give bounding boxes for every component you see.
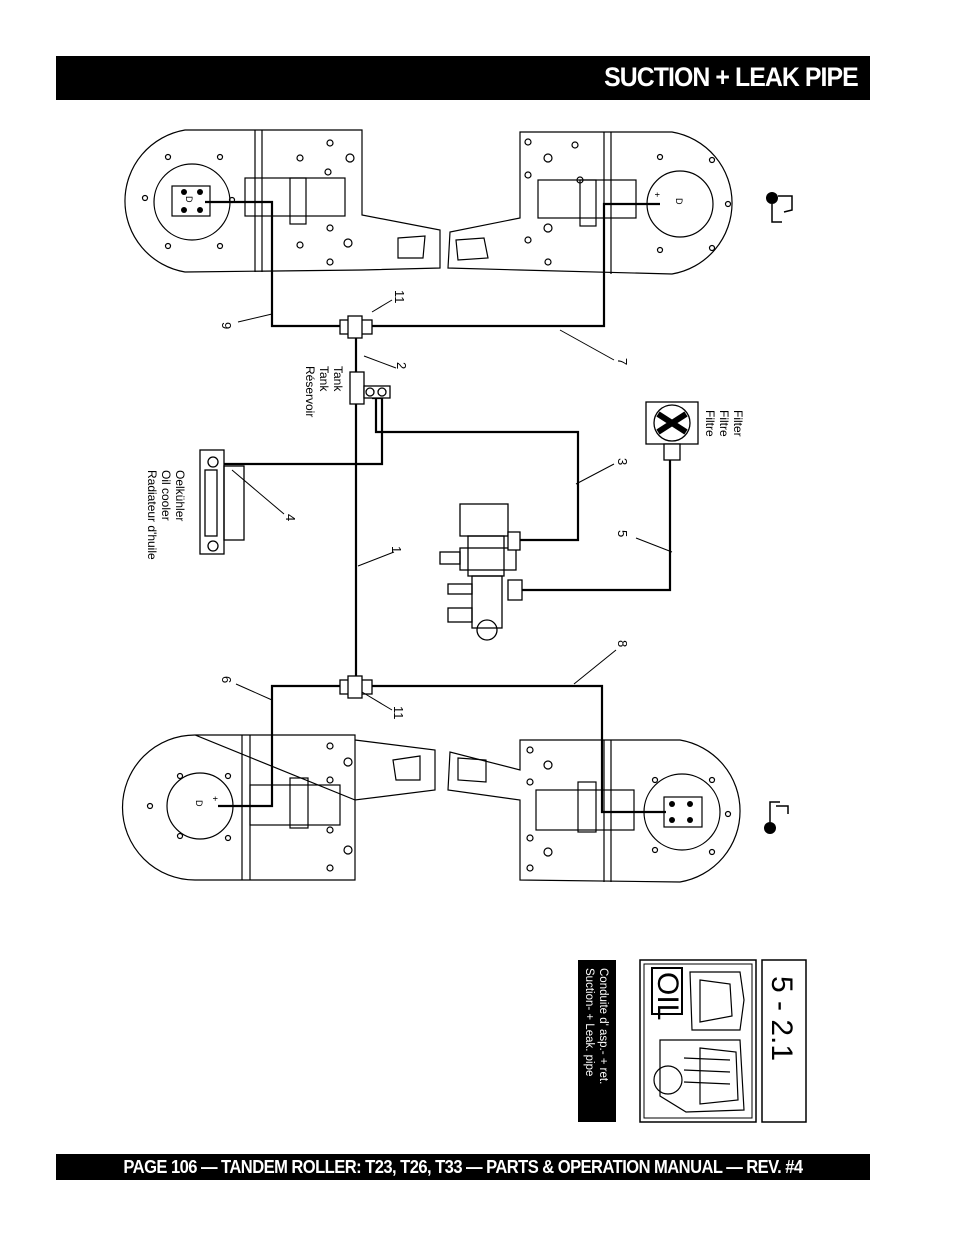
pump-assembly <box>439 503 523 641</box>
header-bar: SUCTION + LEAK PIPE <box>56 56 870 100</box>
oil-can-symbol-top <box>766 192 793 223</box>
footer-bar: PAGE 106 — TANDEM ROLLER: T23, T26, T33 … <box>56 1154 870 1198</box>
motor-d-top-left: D <box>184 196 194 203</box>
frame-bottom-right <box>447 739 741 883</box>
motor-plus-top-right: + <box>652 192 662 197</box>
callout-3: 3 <box>615 458 630 465</box>
pipe-5 <box>520 460 672 592</box>
filter-label-fr: Filtre <box>703 410 717 437</box>
callout-5: 5 <box>615 530 630 537</box>
callout-9: 9 <box>219 322 234 329</box>
tank-label-de: Tank <box>331 366 345 392</box>
pipe-6 <box>218 684 340 808</box>
oil-cooler <box>199 449 245 555</box>
callout-11-top: 11 <box>392 290 407 304</box>
callout-11-bottom: 11 <box>391 706 406 720</box>
inset-section-number: 5 - 2.1 <box>765 976 798 1061</box>
cooler-label-de: Oelkühler <box>173 470 187 521</box>
cooler-label-fr: Radiateur d'huile <box>145 470 159 560</box>
tank-label-fr: Réservoir <box>303 366 317 417</box>
pipe-4 <box>224 396 384 466</box>
page-title: SUCTION + LEAK PIPE <box>604 62 859 92</box>
pipe-9 <box>205 200 340 328</box>
inset-caption-line1: Suction- + Leak. pipe <box>583 968 595 1076</box>
pipe-7 <box>372 202 660 328</box>
inset-oil-label: OIL <box>651 972 684 1020</box>
callout-4: 4 <box>283 514 298 521</box>
frame-top-left <box>124 129 441 273</box>
frame-bottom-left <box>121 734 436 881</box>
tank-connector <box>349 371 365 405</box>
motor-d-top-right: D <box>674 198 684 205</box>
pipe-3 <box>374 398 580 542</box>
filter-label-en: Filtre <box>717 410 731 437</box>
inset-caption-line2: Conduite d' asp.- + ret. <box>597 968 609 1084</box>
page-footer: PAGE 106 — TANDEM ROLLER: T23, T26, T33 … <box>123 1157 803 1198</box>
callout-6: 6 <box>219 676 234 683</box>
callout-1: 1 <box>389 546 404 553</box>
tank-label-en: Tank <box>317 366 331 392</box>
section-inset: OIL 5 - 2.1 Suction- + Leak. pipe Condui… <box>578 959 807 1123</box>
pipe-8 <box>372 684 666 814</box>
oil-can-symbol-bottom <box>764 801 789 834</box>
filter <box>645 401 699 461</box>
callout-2: 2 <box>394 362 409 369</box>
cooler-label-en: Oil cooler <box>159 470 173 521</box>
motor-plus-bottom-left: + <box>210 796 220 801</box>
frame-top-right <box>447 131 733 275</box>
callout-7: 7 <box>615 358 630 365</box>
motor-d-bottom-left: D <box>194 800 204 807</box>
callout-8: 8 <box>615 640 630 647</box>
filter-label-de: Filter <box>731 410 745 437</box>
